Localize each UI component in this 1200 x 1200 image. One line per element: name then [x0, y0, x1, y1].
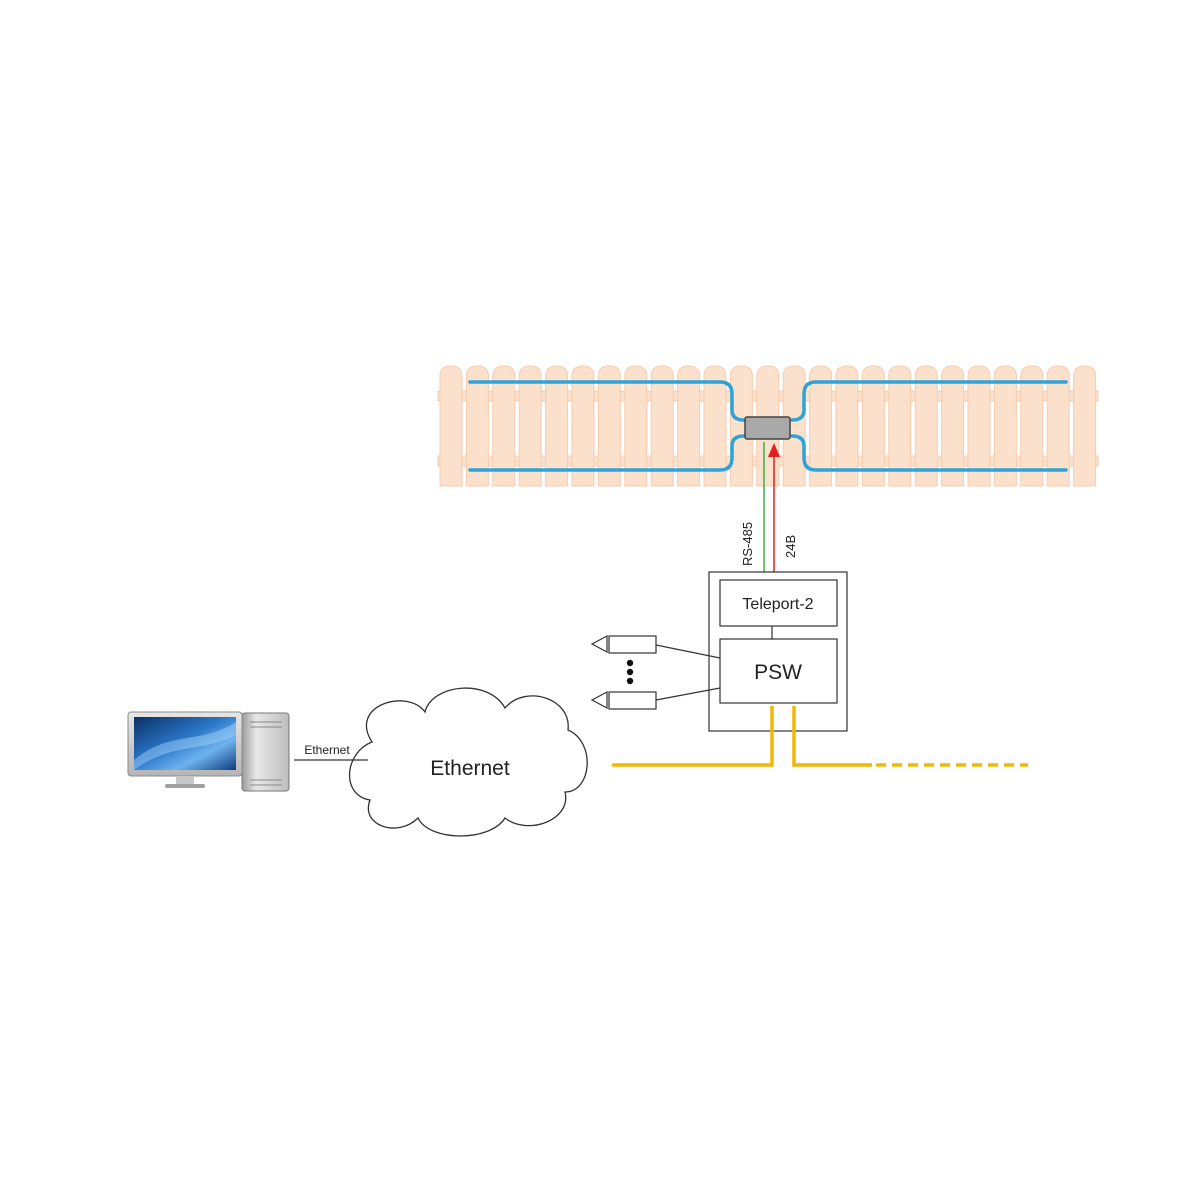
camera-lens-icon [590, 635, 608, 653]
fence-picket [492, 365, 516, 487]
fence-picket [677, 365, 701, 487]
tower-icon [241, 712, 290, 792]
fence-picket [782, 365, 806, 487]
fence-picket [703, 365, 727, 487]
sensor-cable-top-right [790, 380, 1068, 422]
fence-picket [941, 365, 965, 487]
fence-picket [861, 365, 885, 487]
fence-picket [729, 365, 753, 487]
fence-picket [624, 365, 648, 487]
fence-picket [1020, 365, 1044, 487]
ethernet-cloud-icon [348, 687, 588, 837]
ethernet-link-label: Ethernet [304, 743, 350, 757]
camera-bottom [590, 691, 657, 710]
trunk-cable-left [612, 706, 774, 767]
trunk-cable-right [792, 706, 872, 767]
camera-ellipsis [626, 659, 634, 685]
fence-picket [465, 365, 489, 487]
fence-picket [518, 365, 542, 487]
computer-icon [127, 711, 290, 792]
fence-picket [914, 365, 938, 487]
picket-fence [437, 365, 1099, 487]
monitor-stand-base [165, 784, 205, 788]
tower-vents [250, 721, 282, 786]
teleport-box [719, 579, 838, 627]
camera-body-icon [608, 635, 657, 654]
power-arrow-head [768, 443, 780, 457]
camera-top [590, 635, 657, 654]
psw-label: PSW [754, 661, 802, 684]
fence-picket [835, 365, 859, 487]
camera-body-icon [608, 691, 657, 710]
sensor-cable-top-left [468, 380, 746, 422]
fence-picket [571, 365, 595, 487]
fence-picket [1073, 365, 1097, 487]
fence-picket [439, 365, 463, 487]
fence-picket [809, 365, 833, 487]
psw-box [719, 638, 838, 704]
fence-picket [650, 365, 674, 487]
fence-picket [597, 365, 621, 487]
teleport-label: Teleport-2 [742, 596, 813, 613]
fence-picket [888, 365, 912, 487]
camera-bottom-link [655, 687, 721, 701]
camera-lens-icon [590, 691, 608, 709]
sensor-cable-group [468, 380, 1068, 472]
monitor-stand-neck [176, 776, 194, 785]
power-label: 24B [783, 535, 798, 558]
fence-picket [1046, 365, 1070, 487]
fence-picket [993, 365, 1017, 487]
sensor-cable-bottom-left [468, 434, 746, 472]
fence-picket [967, 365, 991, 487]
rs485-label: RS-485 [740, 522, 755, 566]
fence-picket [545, 365, 569, 487]
junction-box [744, 416, 791, 440]
monitor-screen [134, 717, 236, 770]
screen-glow [134, 722, 236, 770]
cloud-label: Ethernet [430, 757, 510, 780]
sensor-cable-bottom-right [790, 434, 1068, 472]
camera-top-link [655, 644, 721, 659]
trunk-cable [612, 706, 1028, 767]
